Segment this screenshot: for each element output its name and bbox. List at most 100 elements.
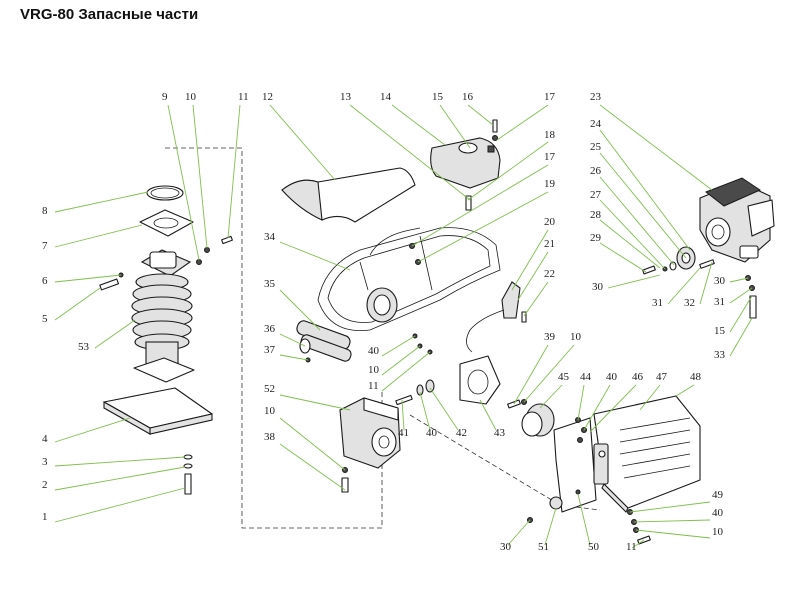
callout-number-label: 37	[264, 344, 276, 356]
callout-leader-line	[599, 129, 691, 251]
callout-c35: 35	[264, 278, 321, 331]
engine-assembly	[642, 177, 775, 319]
callout-c12: 12	[262, 91, 336, 181]
housing-flange-part	[459, 355, 501, 405]
pin-part	[99, 278, 120, 291]
crankcase-assembly	[339, 355, 501, 493]
crankcase-part	[339, 397, 401, 469]
callout-c50: 50	[577, 493, 600, 553]
washer-part	[183, 454, 193, 460]
callout-c53: 53	[78, 319, 136, 353]
engine-part	[699, 177, 775, 263]
callout-leader-line	[54, 417, 131, 443]
callout-leader-line	[496, 104, 549, 141]
callout-leader-line	[381, 335, 416, 357]
callout-c19: 19	[417, 178, 556, 263]
callout-number-label: 30	[592, 281, 604, 293]
callout-number-label: 10	[368, 364, 380, 376]
callout-leader-line	[589, 384, 637, 433]
callout-number-label: 30	[500, 541, 512, 553]
callout-leader-line	[699, 261, 713, 305]
callout-leader-line	[629, 501, 711, 513]
callout-leader-line	[279, 289, 321, 331]
callout-c40d: 40	[633, 507, 724, 523]
callout-number-label: 17	[544, 91, 556, 103]
callout-number-label: 36	[264, 323, 276, 335]
callout-c2: 2	[42, 466, 186, 491]
callout-number-label: 1	[42, 511, 48, 523]
callout-c23: 23	[590, 91, 713, 191]
callout-leader-line	[667, 267, 701, 305]
pulley-part	[521, 403, 555, 437]
callout-leader-line	[639, 384, 661, 411]
callout-leader-line	[349, 104, 471, 201]
callout-number-label: 20	[544, 216, 556, 228]
callout-c7: 7	[42, 224, 143, 252]
callout-number-label: 26	[590, 165, 602, 177]
callout-number-label: 33	[714, 349, 726, 361]
callout-number-label: 19	[544, 178, 556, 190]
callout-leader-line	[729, 277, 749, 283]
callout-leader-line	[381, 351, 431, 392]
callout-leader-line	[279, 417, 346, 471]
callout-c52: 52	[264, 383, 351, 411]
callout-number-label: 40	[426, 427, 438, 439]
callout-c9: 9	[162, 91, 200, 261]
callout-number-label: 40	[606, 371, 618, 383]
callout-leader-line	[429, 387, 459, 431]
callout-c45: 45	[539, 371, 570, 409]
callout-number-label: 22	[544, 268, 555, 280]
callout-leader-line	[523, 344, 575, 403]
callout-leader-line	[419, 391, 431, 431]
rubber-bellows-part	[131, 273, 195, 383]
callout-c10a: 10	[185, 91, 208, 249]
callout-leader-line	[54, 191, 149, 213]
callout-c6: 6	[42, 274, 122, 287]
belt-guard-part	[593, 395, 701, 513]
callout-leader-line	[381, 345, 421, 376]
callout-c44: 44	[577, 371, 592, 421]
callout-c15b: 15	[714, 295, 753, 337]
callout-number-label: 31	[652, 297, 663, 309]
callout-number-label: 11	[238, 91, 249, 103]
callout-number-label: 41	[398, 427, 409, 439]
callout-number-label: 34	[264, 231, 276, 243]
callout-leader-line	[467, 141, 549, 201]
callout-leader-line	[54, 274, 122, 283]
callout-number-label: 16	[462, 91, 474, 103]
callout-leader-line	[513, 344, 549, 405]
callout-leader-line	[54, 287, 101, 321]
callout-number-label: 14	[380, 91, 392, 103]
callout-number-label: 11	[368, 380, 379, 392]
callout-leader-line	[583, 384, 611, 431]
callout-number-label: 45	[558, 371, 570, 383]
callout-c11b: 11	[368, 351, 431, 392]
callout-c40b: 40	[419, 391, 438, 439]
callout-c11c: 11	[626, 539, 645, 553]
callout-number-label: 35	[264, 278, 276, 290]
callout-leader-line	[599, 199, 666, 270]
callout-c40a: 40	[368, 335, 416, 357]
callout-c18: 18	[467, 129, 556, 201]
callout-number-label: 2	[42, 479, 48, 491]
callout-leader-line	[467, 104, 494, 126]
callout-number-label: 43	[494, 427, 506, 439]
callout-leader-line	[391, 104, 446, 146]
callout-number-label: 18	[544, 129, 556, 141]
callout-leader-line	[607, 274, 661, 289]
callout-number-label: 39	[544, 331, 556, 343]
callout-c38: 38	[264, 431, 346, 491]
callout-leader-line	[599, 219, 661, 269]
callout-c3: 3	[42, 456, 186, 468]
callout-leader-line	[192, 104, 208, 249]
callout-c46: 46	[589, 371, 644, 433]
callout-number-label: 17	[544, 151, 556, 163]
callout-c48: 48	[675, 371, 702, 397]
callout-c30c: 30	[500, 519, 531, 553]
callout-leader-line	[599, 152, 687, 259]
callout-number-label: 42	[456, 427, 467, 439]
callout-leader-line	[544, 507, 557, 546]
callout-c43: 43	[479, 399, 506, 439]
callout-c24: 24	[590, 118, 691, 251]
callout-c8: 8	[42, 191, 149, 217]
